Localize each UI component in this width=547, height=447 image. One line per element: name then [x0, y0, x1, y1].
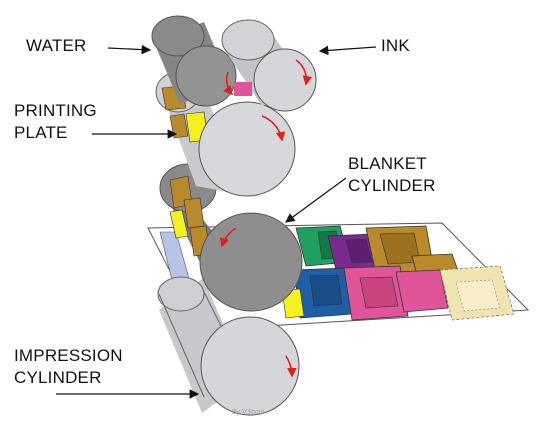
ink-roller: [221, 19, 317, 112]
impression-cylinder: [157, 276, 300, 416]
ink-rotation-arrow: [295, 59, 313, 86]
water-label: WATER: [26, 36, 87, 55]
impression-rotation-arrow: [285, 355, 297, 378]
water-pointer-arrow: [107, 44, 152, 55]
plate-rotation-arrow: [261, 115, 286, 142]
water-roller: [151, 15, 237, 107]
blanket-rotation-arrow: [219, 227, 237, 248]
ink-pointer-arrow: [318, 45, 377, 56]
impression-cylinder-label-line2: CYLINDER: [14, 368, 102, 387]
blanket-pointer-arrow: [285, 177, 347, 223]
blanket-cylinder-label-line2: CYLINDER: [348, 176, 436, 195]
water-rotation-arrow: [223, 71, 234, 96]
ink-label: INK: [381, 36, 410, 55]
author-credit: By V.Ryan: [232, 409, 265, 416]
blanket-cylinder: [159, 163, 303, 312]
printed-cartons: [159, 225, 515, 321]
blanket-cylinder-label-line1: BLANKET: [348, 154, 427, 173]
printing-plate-label-line1: PRINTING: [14, 101, 97, 120]
printing-plate-label-line2: PLATE: [14, 123, 68, 142]
impression-cylinder-label-line1: IMPRESSION: [14, 346, 123, 365]
